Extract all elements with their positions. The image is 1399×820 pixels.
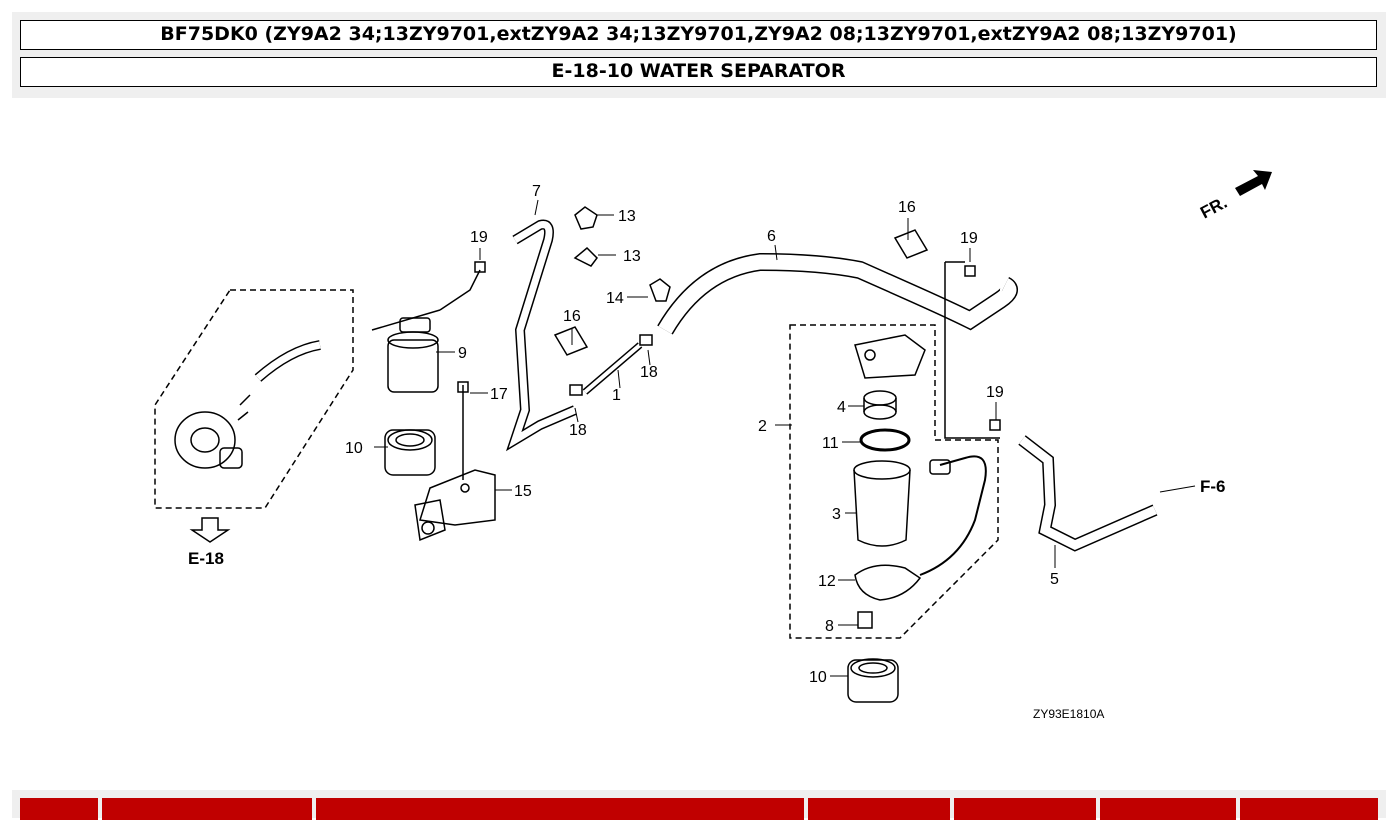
leader-lines [374, 199, 1196, 677]
section-title: E-18-10 WATER SEPARATOR [20, 57, 1377, 87]
element-4 [863, 390, 897, 420]
clips [474, 206, 1001, 431]
sensor-wire [919, 455, 987, 576]
table-header-cell [20, 798, 98, 820]
label-part-10-left: 10 [345, 440, 363, 457]
label-part-19-b: 19 [960, 230, 978, 247]
label-part-16-b: 16 [898, 199, 916, 216]
table-header-cell [1240, 798, 1378, 820]
label-part-8: 8 [825, 618, 834, 635]
cup-3 [853, 460, 911, 547]
bracket-15-drawing [414, 469, 496, 542]
ring-12 [854, 564, 922, 601]
label-part-10-bottom: 10 [809, 669, 827, 686]
label-part-19-a: 19 [470, 229, 488, 246]
label-part-1: 1 [612, 387, 621, 404]
header-panel: BF75DK0 (ZY9A2 34;13ZY9701,extZY9A2 34;1… [12, 12, 1386, 98]
label-part-18-b: 18 [640, 364, 658, 381]
label-part-16-a: 16 [563, 308, 581, 325]
table-header-cell [1100, 798, 1236, 820]
part-labels: 1 2 3 4 5 6 7 8 9 10 10 11 12 13 13 14 1… [345, 183, 1059, 686]
label-part-14: 14 [606, 290, 624, 307]
label-part-12: 12 [818, 573, 836, 590]
fuel-filter-9 [371, 269, 481, 393]
fr-label: FR. [1197, 193, 1230, 223]
separator-outline [789, 324, 999, 639]
label-part-15: 15 [514, 483, 532, 500]
label-part-5: 5 [1050, 571, 1059, 588]
bolt-8 [857, 611, 873, 629]
table-header-cell [954, 798, 1096, 820]
label-part-6: 6 [767, 228, 776, 245]
table-header-cell [102, 798, 312, 820]
drawing-code: ZY93E1810A [1033, 707, 1104, 721]
o-ring-11 [859, 428, 911, 452]
label-part-2: 2 [758, 418, 767, 435]
ref-f6-label: F-6 [1200, 477, 1226, 496]
label-part-19-c: 19 [986, 384, 1004, 401]
model-title: BF75DK0 (ZY9A2 34;13ZY9701,extZY9A2 34;1… [20, 20, 1377, 50]
label-part-17: 17 [490, 386, 508, 403]
e18-arrow [189, 517, 231, 543]
label-part-13-b: 13 [623, 248, 641, 265]
table-header-cell [808, 798, 950, 820]
label-part-9: 9 [458, 345, 467, 362]
separator-housing-10-bottom [847, 658, 899, 703]
label-part-7: 7 [532, 183, 541, 200]
label-part-18-a: 18 [569, 422, 587, 439]
separator-cap [854, 334, 926, 379]
pump-outline [154, 289, 354, 509]
label-part-3: 3 [832, 506, 841, 523]
table-header-cell [316, 798, 804, 820]
ref-e18-label: E-18 [188, 549, 224, 568]
fr-arrow-icon [1235, 170, 1272, 196]
fuel-pump-drawing [174, 394, 251, 469]
parts-table-header [12, 790, 1386, 820]
label-part-13-a: 13 [618, 208, 636, 225]
label-part-11: 11 [822, 435, 839, 452]
label-part-4: 4 [837, 399, 846, 416]
separator-housing-10-left [384, 429, 436, 476]
guide-line [944, 262, 1000, 439]
